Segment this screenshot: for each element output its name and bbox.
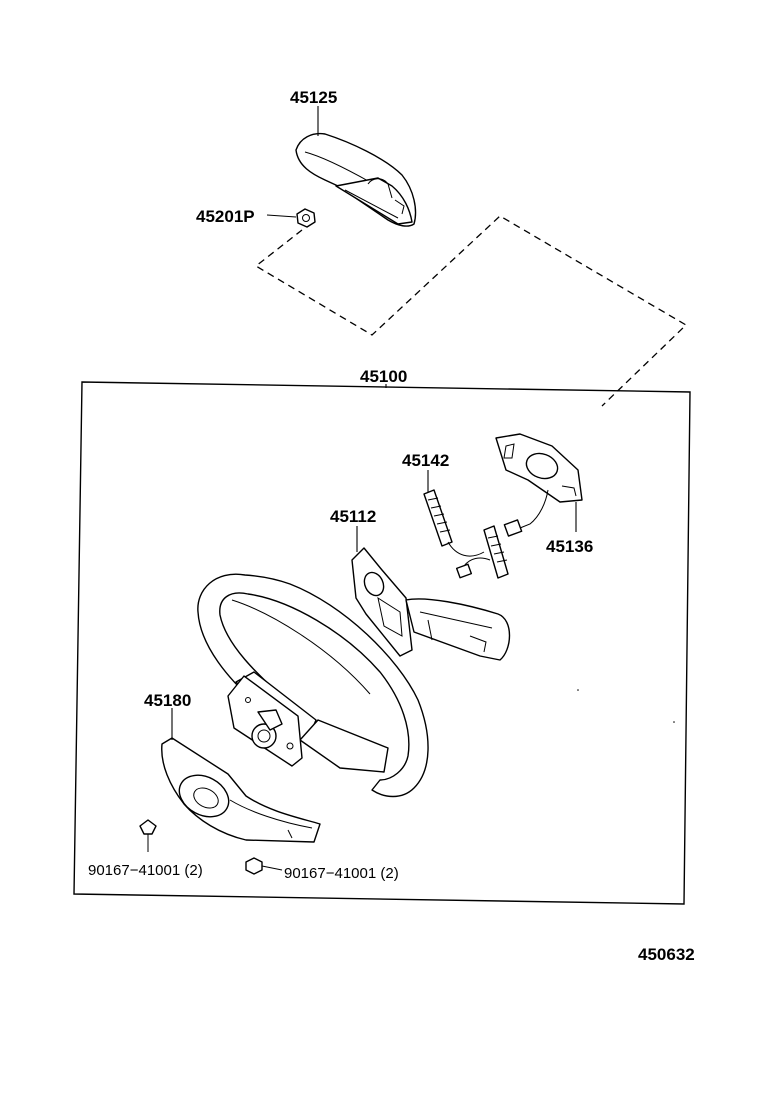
- dot-mark: [577, 689, 579, 691]
- label-45142: 45142: [402, 451, 449, 470]
- steering-wheel-hub: [227, 671, 389, 773]
- nut-45201p: [296, 208, 316, 228]
- lower-cover-45180: [161, 737, 321, 843]
- label-45100: 45100: [360, 367, 407, 386]
- bolt-left: [139, 819, 157, 852]
- diagram-number: 450632: [638, 945, 695, 964]
- leader-45201p: [266, 214, 297, 218]
- label-45201p: 45201P: [196, 207, 255, 226]
- bolt-right: [245, 857, 283, 875]
- dashed-connector: [254, 215, 688, 407]
- label-bolt-right: 90167−41001 (2): [284, 865, 399, 882]
- horn-pad-45112: [351, 547, 511, 661]
- label-45136: 45136: [546, 537, 593, 556]
- assembly-frame: [73, 381, 691, 905]
- horn-pad-45125: [295, 132, 417, 227]
- wire-harness-45142: [423, 489, 509, 579]
- dot-mark: [673, 721, 675, 723]
- spiral-cable-45136: [495, 433, 583, 537]
- label-45125: 45125: [290, 88, 337, 107]
- label-45112: 45112: [330, 507, 376, 526]
- label-45180: 45180: [144, 691, 191, 710]
- label-bolt-left: 90167−41001 (2): [88, 862, 203, 879]
